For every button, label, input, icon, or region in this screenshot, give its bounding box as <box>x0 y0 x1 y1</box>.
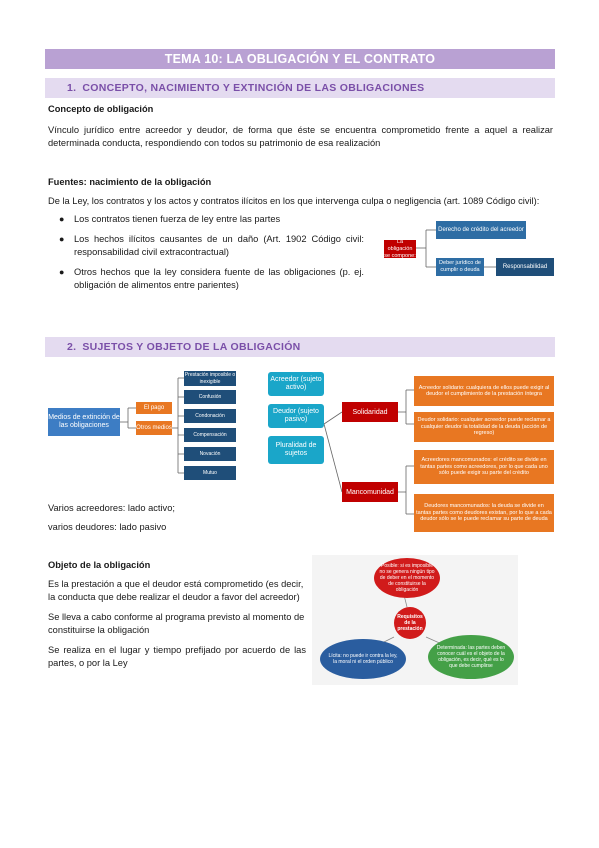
extincion-leaf-3: Condonación <box>184 409 236 423</box>
obligacion-diagram: La obligación se compone: Derecho de cré… <box>372 208 557 294</box>
concepto-text: Vínculo jurídico entre acreedor y deudor… <box>48 125 553 148</box>
otros-medios-box: Otros medios <box>136 421 172 435</box>
extincion-leaf-4: Compensación <box>184 428 236 442</box>
posible-ellipse: Posible: si es imposible no se genera ni… <box>374 558 440 598</box>
fuentes-heading: Fuentes: nacimiento de la obligación <box>48 177 212 187</box>
section-number: 1. <box>67 82 77 94</box>
solidaridad-box: Solidaridad <box>342 402 398 422</box>
pluralidad-box: Pluralidad de sujetos <box>268 436 324 464</box>
acreedor-solidario-box: Acreedor solidario: cualquiera de ellos … <box>414 376 554 406</box>
objeto-para-1: Es la prestación a que el deudor está co… <box>48 579 304 602</box>
sujetos-line-1: Varios acreedores: lado activo; <box>48 503 175 513</box>
responsabilidad-box: Responsabilidad <box>496 258 554 276</box>
section-label: SUJETOS Y OBJETO DE LA OBLIGACIÓN <box>82 341 301 353</box>
fuentes-bullet-1: ● Los contratos tienen fuerza de ley entr… <box>59 213 364 226</box>
pago-box: El pago <box>136 402 172 414</box>
fuentes-bullet-2: ● Los hechos ilícitos causantes de un dañ… <box>59 233 364 259</box>
licita-ellipse: Lícita: no puede ir contra la ley, la mo… <box>320 639 406 679</box>
mancomunidad-box: Mancomunidad <box>342 482 398 502</box>
extincion-connectors <box>120 377 184 474</box>
extincion-leaf-1: Prestación imposible o inexigible <box>184 371 236 386</box>
extincion-leaf-2: Confusión <box>184 390 236 404</box>
extincion-leaf-5: Novación <box>184 447 236 461</box>
acreedor-box: Acreedor (sujeto activo) <box>268 372 324 396</box>
bullet-text: Los hechos ilícitos causantes de un daño… <box>74 234 364 257</box>
objeto-para-2: Se lleva a cabo conforme al programa pre… <box>48 612 305 635</box>
section-heading-2: 2. SUJETOS Y OBJETO DE LA OBLIGACIÓN <box>45 337 555 357</box>
objeto-para-3: Se realiza en el lugar y tiempo prefijad… <box>48 645 306 668</box>
bullet-text: Los contratos tienen fuerza de ley entre… <box>74 214 281 224</box>
bullet-dot: ● <box>59 267 65 277</box>
sujetos-connectors <box>323 389 414 515</box>
determinada-ellipse: Determinada: las partes deben conocer cu… <box>428 635 514 679</box>
obligacion-connectors <box>416 229 496 268</box>
sujetos-line-2: varios deudores: lado pasivo <box>48 522 167 532</box>
requisitos-diagram: Posible: si es imposible no se genera ni… <box>312 555 518 685</box>
deudor-solidario-box: Deudor solidario: cualquier acreedor pue… <box>414 412 554 442</box>
bullet-dot: ● <box>59 234 65 244</box>
extincion-root-box: Medios de extinción de las obligaciones <box>48 408 120 436</box>
deudores-mancomunados-box: Deudores mancomunados: la deuda se divid… <box>414 494 554 532</box>
concepto-heading: Concepto de obligación <box>48 104 154 114</box>
sujetos-diagram: Acreedor (sujeto activo) Deudor (sujeto … <box>262 368 557 540</box>
fuentes-bullet-3: ● Otros hechos que la ley considera fuent… <box>59 266 364 292</box>
section-label: CONCEPTO, NACIMIENTO Y EXTINCIÓN DE LAS … <box>82 82 425 94</box>
derecho-credito-box: Derecho de crédito del acreedor <box>436 221 526 239</box>
section-number: 2. <box>67 341 77 353</box>
bullet-text: Otros hechos que la ley considera fuente… <box>74 267 364 290</box>
section-heading-1: 1. CONCEPTO, NACIMIENTO Y EXTINCIÓN DE LA… <box>45 78 555 98</box>
extincion-leaf-6: Mutuo <box>184 466 236 480</box>
requisitos-center-circle: Requisitos de la prestación <box>394 607 426 639</box>
fuentes-intro: De la Ley, los contratos y los actos y c… <box>48 196 540 206</box>
extincion-diagram: Medios de extinción de las obligaciones … <box>44 366 242 484</box>
deber-juridico-box: Deber jurídico de cumplir o deuda <box>436 258 484 276</box>
page-title: TEMA 10: LA OBLIGACIÓN Y EL CONTRATO <box>45 49 555 69</box>
deudor-box: Deudor (sujeto pasivo) <box>268 404 324 428</box>
objeto-heading: Objeto de la obligación <box>48 560 151 570</box>
obligacion-center-box: La obligación se compone: <box>384 238 416 259</box>
acreedores-mancomunados-box: Acreedores mancomunados: el crédito se d… <box>414 450 554 484</box>
bullet-dot: ● <box>59 214 65 224</box>
